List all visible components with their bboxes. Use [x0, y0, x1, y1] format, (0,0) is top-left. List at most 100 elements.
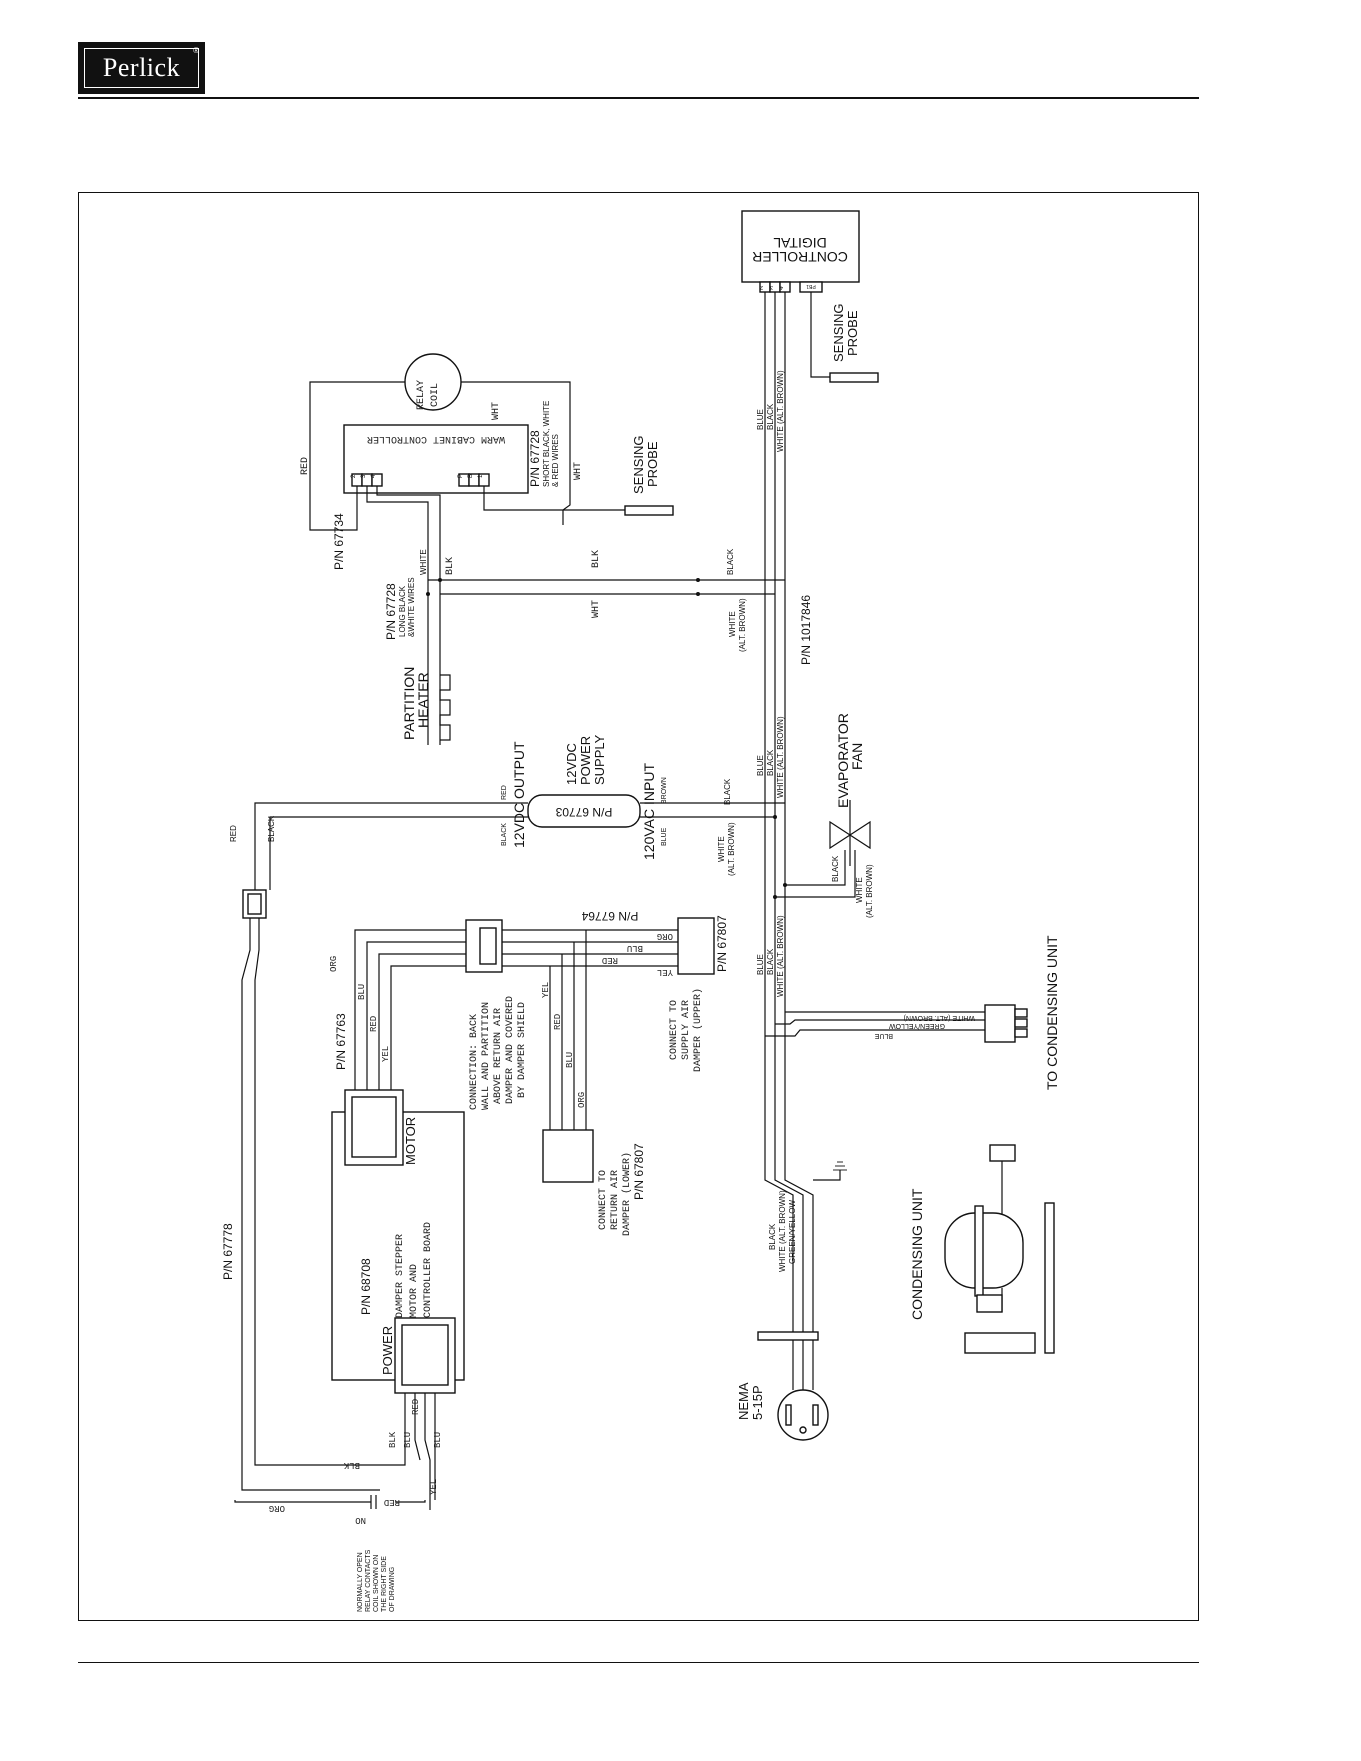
damper-board — [331, 1089, 465, 1394]
condensing-unit-harness — [765, 1004, 1028, 1043]
pn-67778: P/N 67778 — [221, 1223, 235, 1280]
bundle-mid-blue: BLUE — [756, 755, 765, 776]
wc-pin-1: 1 — [478, 474, 484, 478]
relay-note-3: COIL SHOWN ON — [373, 1555, 380, 1612]
dc-pin-pb1: PB1 — [806, 283, 816, 289]
bundle-top-blue: BLUE — [756, 409, 765, 430]
red-left-label: RED — [229, 825, 238, 842]
ps-brown: BROWN — [661, 777, 668, 804]
connect-lower-1: CONNECT TO — [598, 1170, 609, 1230]
blu-p2: BLU — [433, 1432, 443, 1448]
connect-back-2: WALL AND PARTITION — [481, 1002, 492, 1110]
plug-green: GREEN/YELLOW — [788, 1200, 797, 1264]
connect-back-1: CONNECTION: BACK — [469, 1014, 480, 1110]
pn-67807-lower: P/N 67807 — [632, 1143, 646, 1200]
dc-pin-4: 4 — [780, 284, 783, 290]
pn-67764: P/N 67764 — [581, 909, 638, 923]
yel-mid: YEL — [381, 1046, 391, 1062]
no-label: NO — [355, 1515, 366, 1525]
heater-feed-wires — [426, 540, 785, 745]
relay-note-5: OF DRAWING — [389, 1567, 396, 1612]
condensing-unit-drawing — [944, 1144, 1055, 1354]
digital-controller: 2 3 4 PB1 DIGITAL CONTROLLER — [741, 210, 860, 293]
red-bottom: RED — [384, 1497, 400, 1507]
blk-a-label: BLK — [445, 557, 456, 575]
ps-output: 12VDC OUTPUT — [511, 741, 527, 848]
ps-label-1: 12VDC — [564, 743, 579, 785]
power-supply: P/N 67703 — [254, 794, 785, 890]
blk-p: BLK — [388, 1431, 398, 1448]
red-top-label: RED — [300, 457, 311, 475]
probe2-label-1: SENSING — [631, 435, 646, 494]
yel-bottom: YEL — [429, 1479, 439, 1495]
bundle-low-white: WHITE (ALT. BROWN) — [776, 915, 785, 997]
evap-label-2: FAN — [849, 743, 865, 770]
cable-67778 — [234, 889, 436, 1510]
wht-top-label: WHT — [491, 402, 502, 420]
blk-bottom: BLK — [343, 1460, 360, 1470]
probe2-label-2: PROBE — [645, 441, 660, 487]
sensing-probe-1: SENSING PROBE — [810, 292, 879, 383]
blu-lower: BLU — [565, 1052, 575, 1068]
blk-mid-label: BLK — [591, 550, 602, 568]
probe1-label-2: PROBE — [845, 310, 860, 356]
evap-alt: (ALT. BROWN) — [865, 864, 874, 918]
probe1-label-1: SENSING — [831, 303, 846, 362]
footer-rule — [78, 1662, 1199, 1663]
connect-back-5: BY DAMPER SHIELD — [517, 1002, 528, 1098]
red-lower: RED — [553, 1014, 563, 1030]
damper-board-1: DAMPER STEPPER — [395, 1234, 406, 1318]
cu-green: GREEN/YELLOW — [889, 1022, 945, 1029]
ps-input: 120VAC INPUT — [641, 763, 657, 860]
plug-white: WHITE (ALT. BROWN) — [778, 1190, 787, 1272]
long-wires-1: LONG BLACK — [398, 585, 407, 637]
partition-heater-label-2: HEATER — [415, 672, 431, 728]
relay-coil-label-1: RELAY — [416, 380, 427, 410]
dc-label-1: DIGITAL — [773, 235, 827, 251]
black-left-label: BLACK — [267, 815, 276, 842]
connect-lower-2: RETURN AIR — [610, 1170, 621, 1230]
perlick-logo: Perlick ® — [78, 42, 205, 94]
pn-67734: P/N 67734 — [332, 513, 346, 570]
evap-label-1: EVAPORATOR — [835, 713, 851, 808]
relay-coil-label-2: COIL — [430, 383, 441, 407]
yel-lower: YEL — [541, 982, 551, 998]
header-rule — [78, 97, 1199, 99]
red-mid: RED — [369, 1016, 379, 1032]
connect-back-4: DAMPER AND COVERED — [505, 996, 516, 1104]
damper-board-2: MOTOR AND — [409, 1264, 420, 1318]
connect-lower-3: DAMPER (LOWER) — [621, 1152, 633, 1236]
relay-note-2: RELAY CONTACTS — [365, 1549, 372, 1612]
black-1-label: BLACK — [726, 548, 735, 575]
wht-mid-label: WHT — [573, 462, 584, 480]
wc-pin-2: 2 — [351, 474, 357, 478]
short-wires-2: & RED WIRES — [551, 434, 560, 487]
evap-black: BLACK — [831, 855, 840, 882]
bundle-low-blue: BLUE — [756, 954, 765, 975]
org-upper: ORG — [657, 931, 673, 941]
relay-note-4: THE RIGHT SIDE — [381, 1556, 388, 1612]
connect-upper-1: CONNECT TO — [669, 1000, 680, 1060]
warm-cabinet-label: WARM CABINET CONTROLLER — [367, 433, 505, 444]
org-lower: ORG — [577, 1092, 587, 1108]
dc-pin-2: 2 — [760, 284, 763, 290]
partition-heater — [439, 674, 451, 741]
relay-coil: RELAY COIL — [309, 353, 571, 531]
damper-board-3: CONTROLLER BOARD — [423, 1222, 434, 1318]
wht-mid2-label: WHT — [591, 600, 602, 618]
main-wire-bundle — [764, 292, 847, 1390]
ps-label-3: SUPPLY — [592, 734, 607, 785]
nema-label-2: 5-15P — [750, 1385, 765, 1420]
red-upper: RED — [602, 955, 618, 965]
bundle-mid-white: WHITE (ALT. BROWN) — [776, 716, 785, 798]
pn-67728-long: P/N 67728 — [384, 583, 398, 640]
ps-red: RED — [501, 785, 508, 800]
connect-back-3: ABOVE RETURN AIR — [493, 1008, 504, 1104]
white-a-label: WHITE — [419, 549, 428, 575]
nema-label-1: NEMA — [736, 1382, 751, 1420]
dc-label-2: CONTROLLER — [752, 249, 848, 265]
pn-68708: P/N 68708 — [359, 1258, 373, 1315]
connector-67764 — [354, 917, 715, 1183]
long-wires-2: &WHITE WIRES — [407, 577, 416, 637]
white-1-label: WHITE — [728, 611, 737, 637]
